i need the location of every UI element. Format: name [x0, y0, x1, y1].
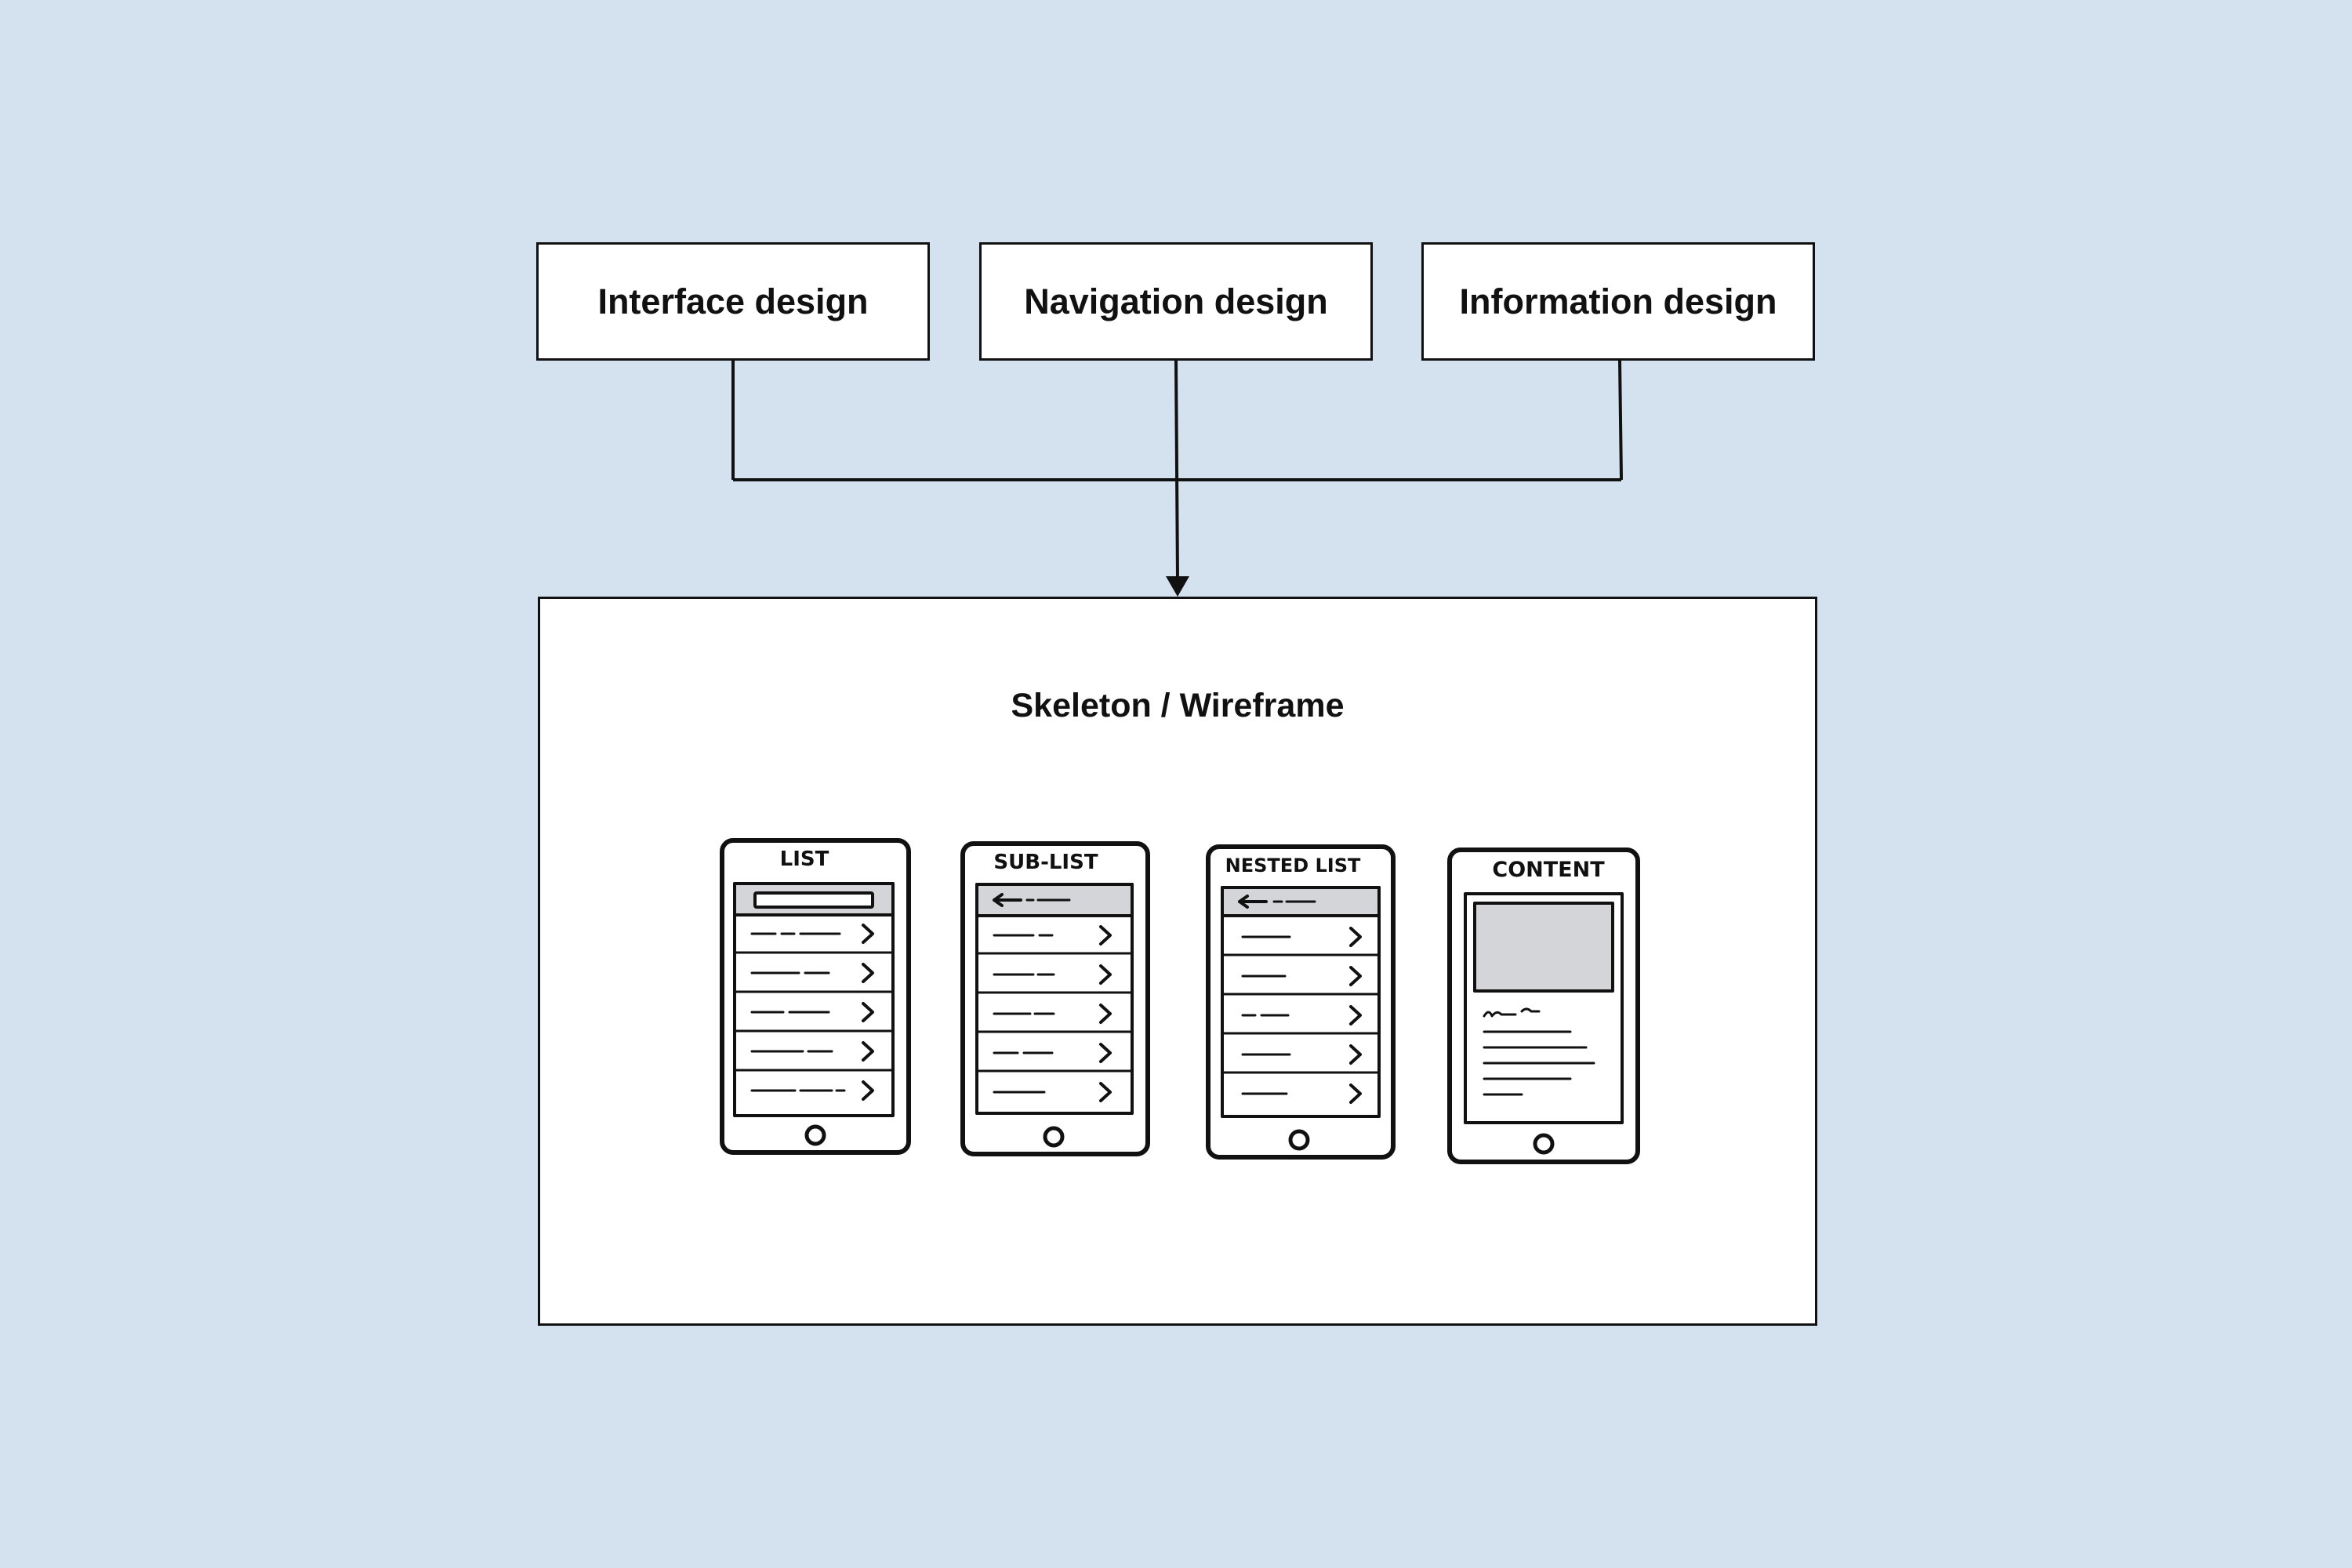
- connector-information: [1618, 360, 1623, 481]
- phone-sketch-list: LIST: [720, 838, 911, 1155]
- navigation-design-label: Navigation design: [1024, 281, 1328, 321]
- information-design-label: Information design: [1459, 281, 1777, 321]
- interface-design-box: Interface design: [536, 242, 930, 361]
- phone-sketches: LIST: [720, 838, 1640, 1164]
- phone-sketch-content: CONTENT: [1447, 848, 1640, 1164]
- skeleton-wireframe-panel: Skeleton / Wireframe LIST: [538, 597, 1817, 1326]
- panel-title: Skeleton / Wireframe: [1011, 687, 1345, 724]
- information-design-box: Information design: [1421, 242, 1815, 361]
- phone-label-content: CONTENT: [1492, 858, 1605, 882]
- phone-label-nested-list: NESTED LIST: [1225, 855, 1361, 877]
- connector-navigation: [1174, 360, 1179, 579]
- phone-sketch-sub-list: SUB-LIST: [960, 841, 1150, 1156]
- navigation-design-box: Navigation design: [979, 242, 1373, 361]
- phone-label-list: LIST: [780, 848, 829, 871]
- interface-design-label: Interface design: [597, 281, 869, 321]
- phone-label-sub-list: SUB-LIST: [993, 851, 1098, 874]
- arrow-head-icon: [1166, 576, 1189, 597]
- phone-sketch-nested-list: NESTED LIST: [1206, 844, 1396, 1160]
